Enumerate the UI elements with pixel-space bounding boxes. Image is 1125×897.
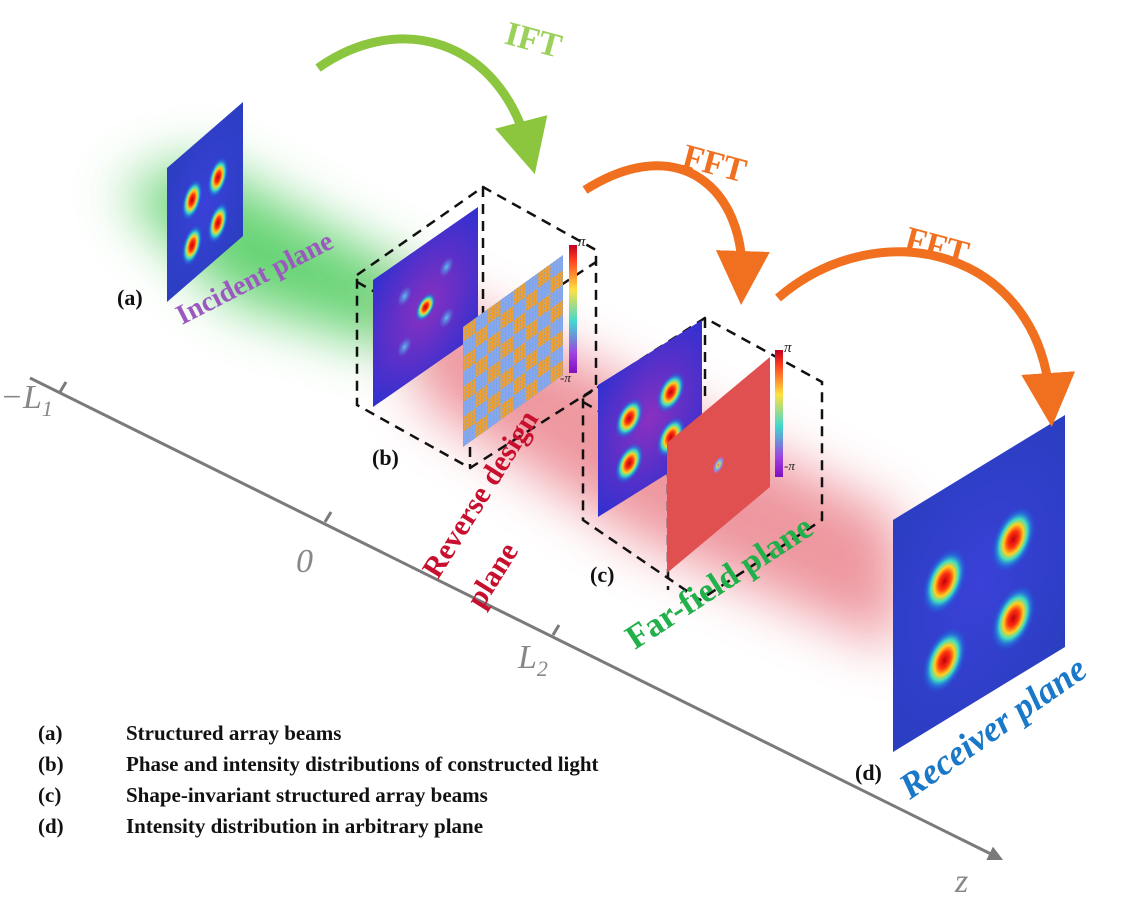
panel-b-intensity (373, 206, 478, 407)
tick-zero (323, 511, 333, 523)
legend-key: (a) (38, 721, 63, 745)
fft-arrow-2 (775, 247, 1076, 427)
legend: (a) Structured array beams (b) Phase and i… (38, 718, 599, 842)
fft-label-1: FFT (679, 138, 751, 190)
axis-label-minus-l1: −L1 (0, 379, 53, 421)
panel-label-d: (d) (855, 760, 882, 785)
panel-c-colorbar (775, 350, 783, 477)
panel-label-c: (c) (590, 562, 614, 587)
reverse-design-plane-label-2: plane (460, 537, 525, 614)
panel-b-colorbar (569, 245, 577, 373)
legend-text: Structured array beams (126, 721, 342, 745)
legend-text: Intensity distribution in arbitrary plan… (126, 814, 484, 838)
panel-label-b: (b) (372, 445, 399, 470)
legend-key: (d) (38, 814, 64, 838)
colorbar-c-min: -π (784, 458, 795, 473)
tick-minus-l1 (58, 381, 68, 393)
legend-key: (b) (38, 752, 64, 776)
legend-item: (a) Structured array beams (38, 718, 599, 749)
panel-d-intensity (893, 415, 1066, 752)
ift-label: IFT (501, 15, 566, 65)
fft-arrow-1 (582, 161, 770, 305)
colorbar-b-min: -π (560, 370, 571, 385)
fft-label-2: FFT (901, 220, 973, 272)
ift-arrow (315, 34, 548, 175)
panel-label-a: (a) (117, 285, 143, 310)
colorbar-b-max: π (578, 234, 586, 250)
legend-item: (d) Intensity distribution in arbitrary p… (38, 811, 599, 842)
axis-label-l2: L2 (517, 639, 548, 681)
legend-key: (c) (38, 783, 62, 807)
axis-label-z: z (954, 863, 968, 897)
legend-item: (c) Shape-invariant structured array beam… (38, 780, 599, 811)
panel-b-phase (463, 255, 563, 448)
legend-text: Phase and intensity distributions of con… (126, 752, 599, 776)
legend-text: Shape-invariant structured array beams (126, 783, 488, 807)
z-axis (29, 376, 1004, 861)
panel-c-phase (667, 356, 770, 573)
legend-item: (b) Phase and intensity distributions of … (38, 749, 599, 780)
tick-l2 (551, 624, 561, 636)
colorbar-c-max: π (784, 340, 792, 356)
axis-label-zero: 0 (296, 543, 313, 580)
panel-a-intensity (167, 101, 243, 303)
